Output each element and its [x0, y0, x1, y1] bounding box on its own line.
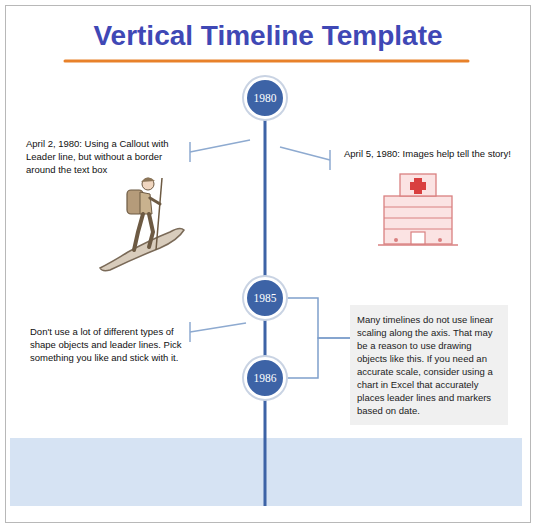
- note-box: Many timelines do not use linear scaling…: [350, 305, 508, 425]
- bracket-connector: [286, 298, 350, 338]
- hiker-illustration: [100, 178, 184, 271]
- callout-text: April 2, 1980: Using a Callout with Lead…: [26, 137, 186, 176]
- node-text: Many timelines do not use linear scaling…: [357, 314, 493, 416]
- callout-text: Don't use a lot of different types of sh…: [30, 325, 188, 364]
- year-circle: 1985: [244, 277, 286, 319]
- bracket-connector: [286, 338, 350, 378]
- node-text: 1980: [254, 92, 277, 104]
- node-text: 1985: [254, 292, 277, 304]
- year-circle: 1980: [244, 77, 286, 119]
- hospital-illustration: [378, 174, 458, 245]
- callout-text: April 5, 1980: Images help tell the stor…: [344, 147, 514, 160]
- frame: [6, 6, 531, 523]
- title-underline: [65, 60, 468, 63]
- leader-lines: [190, 140, 330, 342]
- year-circle: 1986: [244, 357, 286, 399]
- diagram-title: Vertical Timeline Template: [0, 20, 536, 52]
- node-text: 1986: [254, 372, 277, 384]
